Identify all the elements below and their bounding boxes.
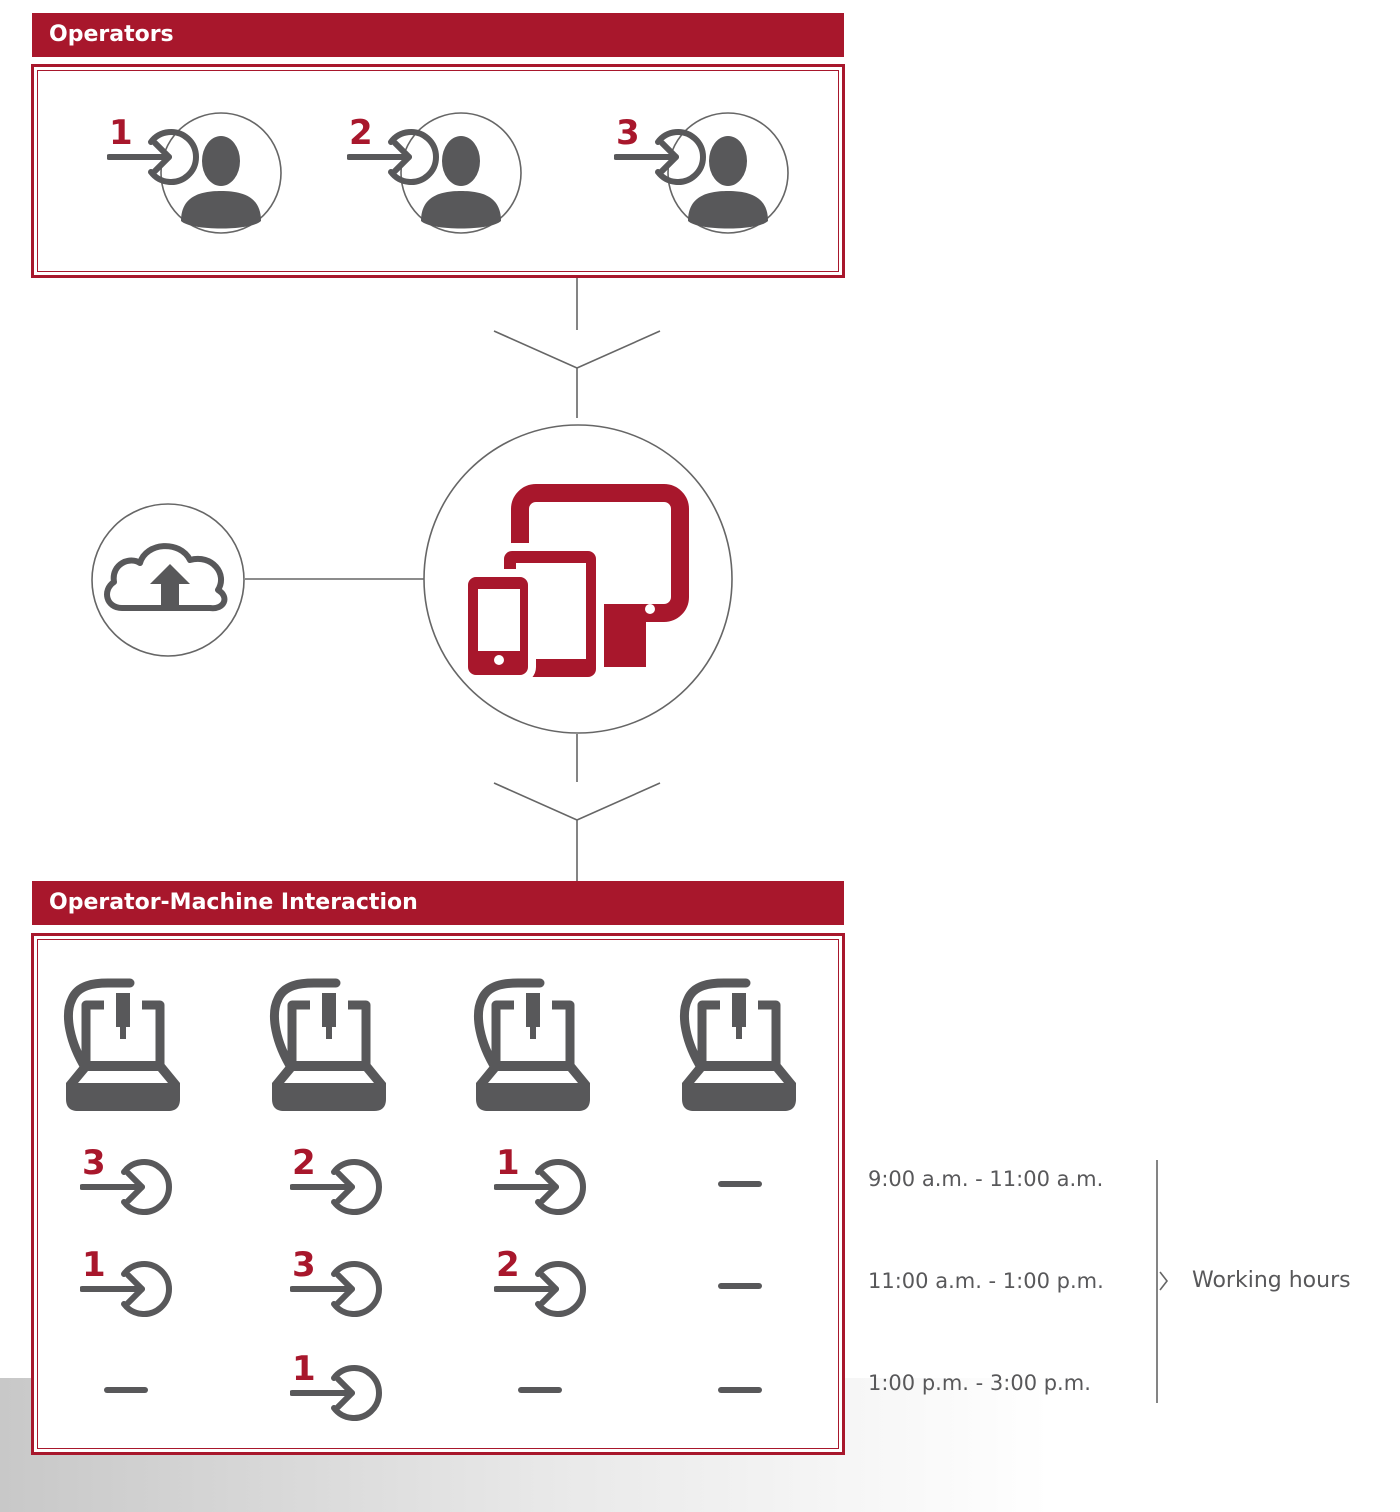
schedule-login-icon: 3 [80, 1143, 172, 1215]
cloud-upload-icon [91, 503, 245, 657]
interaction-header: Operator-Machine Interaction [32, 881, 844, 925]
schedule-login-icon: 1 [80, 1245, 172, 1317]
dash-icon [104, 1387, 148, 1393]
dash-icon [718, 1181, 762, 1187]
operator-login-icon-1: 1 [107, 113, 199, 185]
login-order-number: 3 [82, 1143, 106, 1183]
login-order-number: 2 [349, 113, 373, 153]
schedule-login-icon: 2 [494, 1245, 586, 1317]
time-slot-1: 9:00 a.m. - 11:00 a.m. [868, 1167, 1104, 1191]
cnc-machine-icon [474, 978, 590, 1111]
schedule-login-icon: 1 [494, 1143, 586, 1215]
cnc-machine-icon [270, 978, 386, 1111]
operator-login-icon-2: 2 [347, 113, 439, 185]
dash-icon [718, 1387, 762, 1393]
dash-icon [518, 1387, 562, 1393]
cnc-machine-icon [680, 978, 796, 1111]
login-order-number: 2 [292, 1143, 316, 1183]
schedule-login-icon: 3 [290, 1245, 382, 1317]
login-order-number: 3 [616, 113, 640, 153]
dash-icon [718, 1283, 762, 1289]
login-order-number: 2 [496, 1245, 520, 1285]
schedule-login-icon: 1 [290, 1349, 382, 1421]
login-order-number: 1 [496, 1143, 520, 1183]
login-order-number: 3 [292, 1245, 316, 1285]
schedule-login-icon: 2 [290, 1143, 382, 1215]
operators-header: Operators [32, 13, 844, 57]
multi-device-icon [423, 424, 733, 734]
time-slot-3: 1:00 p.m. - 3:00 p.m. [868, 1371, 1091, 1395]
login-order-number: 1 [82, 1245, 106, 1285]
interaction-box [31, 933, 845, 1455]
time-slot-2: 11:00 a.m. - 1:00 p.m. [868, 1269, 1104, 1293]
operator-login-icon-3: 3 [614, 113, 706, 185]
cnc-machine-icon [64, 978, 180, 1111]
working-hours-label: Working hours [1192, 1268, 1351, 1293]
login-order-number: 1 [292, 1349, 316, 1389]
login-order-number: 1 [109, 113, 133, 153]
